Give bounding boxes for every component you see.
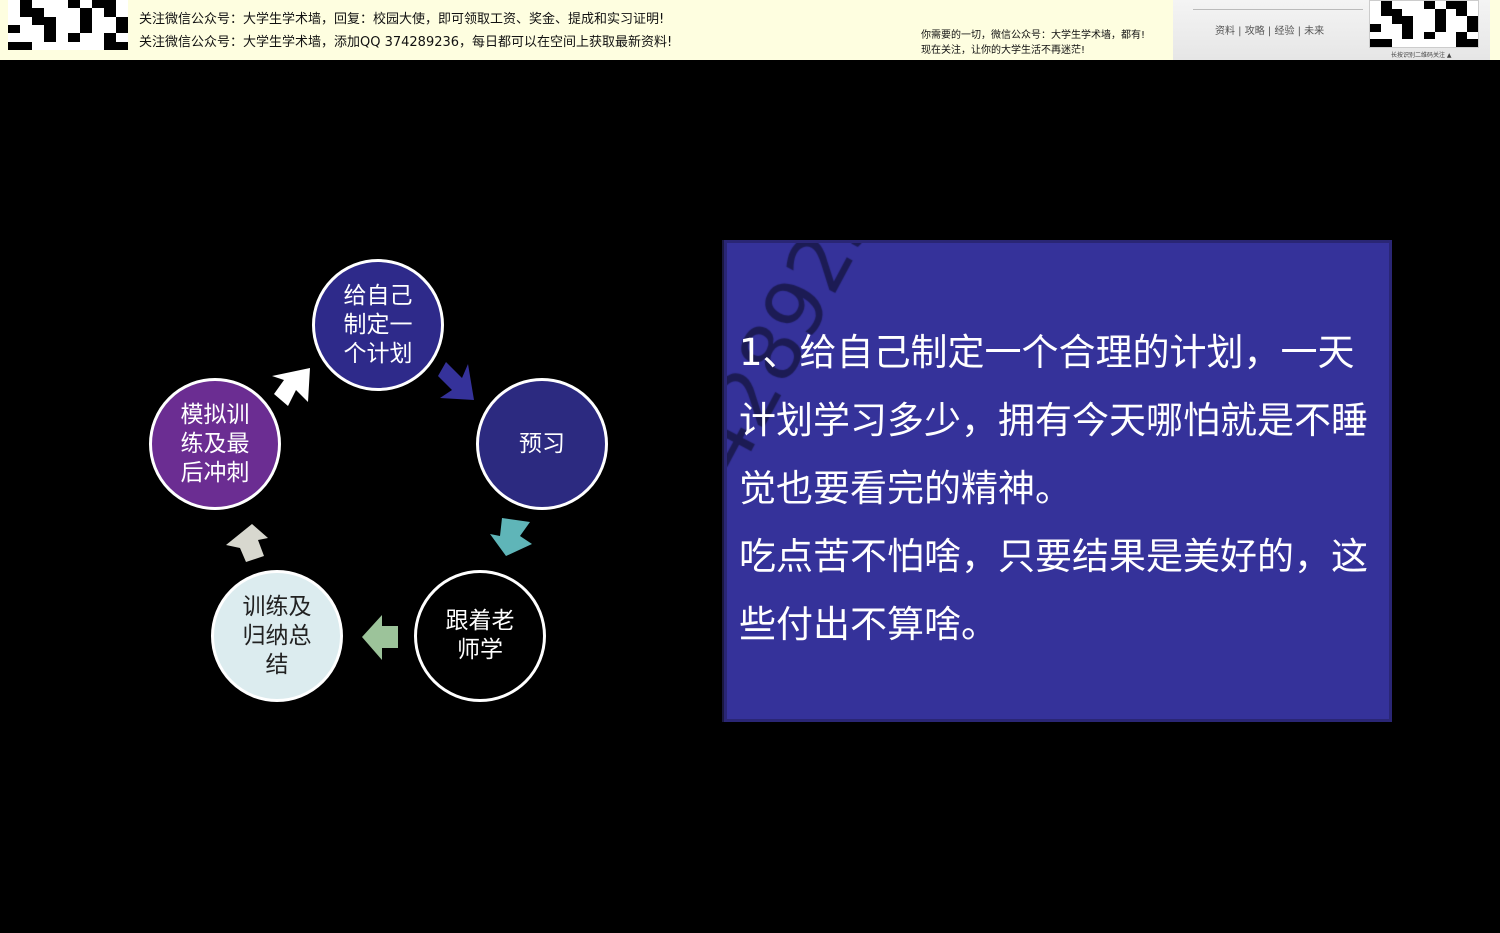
cycle-node-mock: 模拟训练及最后冲刺 [149,378,281,510]
cycle-node-follow-teacher: 跟着老师学 [414,570,546,702]
cycle-node-plan: 给自己制定一个计划 [312,259,444,391]
banner-line-2: 关注微信公众号：大学生学术墙，添加QQ 374289236，每日都可以在空间上获… [139,35,673,50]
arrow-3 [362,615,398,660]
promo-links: 资料 | 攻略 | 经验 | 未来 [1215,26,1325,37]
promo-card: 资料 | 攻略 | 经验 | 未来 长按识别二维码关注 ▲ [1173,0,1490,60]
cycle-node-practice: 训练及归纳总结 [211,570,343,702]
arrow-5 [272,368,310,406]
watermark [727,243,1389,719]
paragraph-1: 1、给自己制定一个合理的计划，一天计划学习多少，拥有今天哪怕就是不睡觉也要看完的… [739,331,1368,510]
banner-right-line-2: 现在关注，让你的大学生活不再迷茫! [921,45,1086,56]
arrow-1 [438,362,474,400]
arrow-4 [226,524,268,562]
promo-banner: 关注微信公众号：大学生学术墙，回复：校园大使，即可领取工资、奖金、提成和实习证明… [0,0,1500,60]
paragraph-2: 吃点苦不怕啥，只要结果是美好的，这些付出不算啥。 [739,535,1368,646]
slide-text: 1、给自己制定一个合理的计划，一天计划学习多少，拥有今天哪怕就是不睡觉也要看完的… [739,319,1384,659]
cycle-arrows [226,362,532,660]
cycle-node-preview: 预习 [476,378,608,510]
qr-code-right [1369,0,1479,48]
qr-code-left [8,0,128,50]
banner-line-1: 关注微信公众号：大学生学术墙，回复：校园大使，即可领取工资、奖金、提成和实习证明… [139,12,665,27]
text-box: 1、给自己制定一个合理的计划，一天计划学习多少，拥有今天哪怕就是不睡觉也要看完的… [724,240,1392,722]
banner-right-line-1: 你需要的一切，微信公众号：大学生学术墙，都有! [921,30,1146,41]
qr-note: 长按识别二维码关注 ▲ [1391,52,1452,59]
arrow-2 [490,518,532,556]
